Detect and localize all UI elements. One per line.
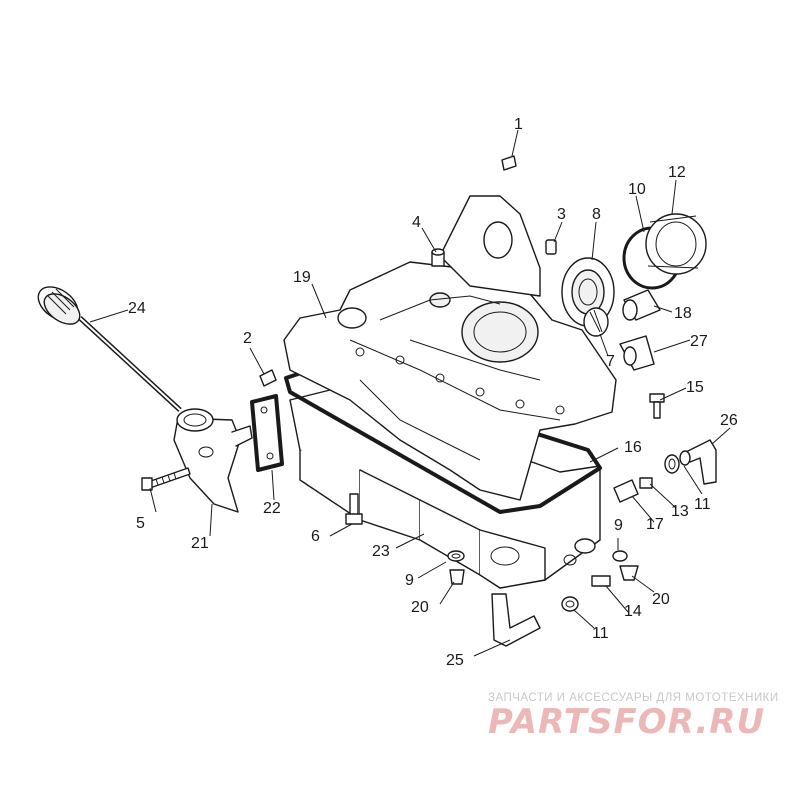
callout-11-right: 11 (694, 496, 711, 513)
callout-7: 7 (606, 353, 615, 370)
part-gasket-22 (250, 394, 284, 472)
callout-9-left: 9 (405, 572, 414, 589)
part-bearing-7 (583, 307, 609, 337)
part-upper-crankcase (283, 195, 617, 501)
callout-22: 22 (263, 500, 281, 517)
part-fitting-14 (591, 575, 611, 587)
callout-20-right: 20 (652, 591, 670, 608)
part-clamp-11-lower (561, 596, 579, 612)
part-plug-4 (431, 248, 445, 267)
part-plug-20-left (449, 569, 465, 585)
part-dowel-2 (259, 369, 277, 387)
part-ring-12 (645, 213, 707, 275)
callout-19: 19 (293, 269, 311, 286)
callout-25: 25 (446, 652, 464, 669)
callout-labels: 1 2 3 4 5 6 7 8 9 10 11 12 13 14 15 16 1… (128, 116, 738, 669)
callout-8: 8 (592, 206, 601, 223)
callout-4: 4 (412, 214, 421, 231)
part-dowel-3 (545, 239, 557, 255)
callout-15: 15 (686, 379, 704, 396)
part-dowel-1 (501, 155, 517, 171)
callout-23: 23 (372, 543, 390, 560)
callout-13: 13 (671, 503, 689, 520)
callout-26: 26 (720, 412, 738, 429)
callout-9-right: 9 (614, 517, 623, 534)
watermark-logo: PARTSFOR.RU (488, 702, 766, 742)
part-fitting-13 (639, 477, 653, 489)
part-bearing-8 (561, 257, 615, 327)
part-hose-26 (679, 439, 717, 485)
part-washer-9-right (612, 550, 628, 562)
watermark-tagline: ЗАПЧАСТИ И АКСЕССУАРЫ ДЛЯ МОТОТЕХНИКИ (488, 692, 779, 704)
callout-6: 6 (311, 528, 320, 545)
callout-24: 24 (128, 300, 146, 317)
part-oil-fitting (173, 408, 253, 513)
part-bushing-18 (622, 289, 661, 321)
callout-2: 2 (243, 330, 252, 347)
callout-21: 21 (191, 535, 209, 552)
part-washer-9-left (447, 550, 465, 562)
part-hose-25 (491, 593, 541, 647)
leader-lines (89, 129, 731, 657)
callout-14: 14 (624, 603, 642, 620)
part-fitting-15 (649, 393, 665, 419)
callout-17: 17 (646, 516, 664, 533)
callout-3: 3 (557, 206, 566, 223)
callout-1: 1 (514, 116, 523, 133)
part-dipstick (37, 286, 182, 412)
part-bolt-6 (345, 493, 363, 525)
callout-10: 10 (628, 181, 646, 198)
part-screw-5 (141, 467, 191, 491)
callout-20-left: 20 (411, 599, 429, 616)
part-hose-27 (619, 335, 655, 371)
callout-18: 18 (674, 305, 692, 322)
callout-11-lower: 11 (592, 625, 609, 642)
callout-5: 5 (136, 515, 145, 532)
callout-27: 27 (690, 333, 708, 350)
callout-16: 16 (624, 439, 642, 456)
callout-12: 12 (668, 164, 686, 181)
part-clamp-11-upper (664, 454, 680, 474)
